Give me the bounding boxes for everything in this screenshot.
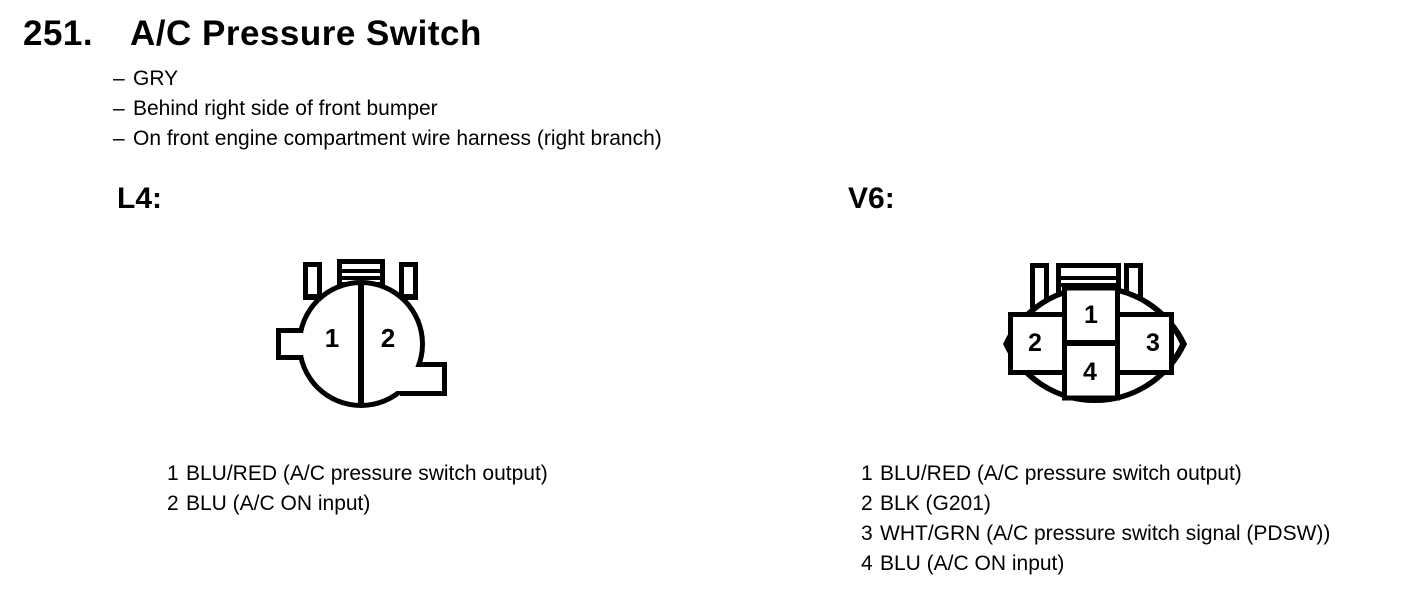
note-text: Behind right side of front bumper bbox=[133, 97, 438, 120]
legend-pin-desc: WHT/GRN (A/C pressure switch signal (PDS… bbox=[880, 522, 1331, 545]
note-location: – Behind right side of front bumper bbox=[113, 94, 662, 124]
legend-row: 2 BLU (A/C ON input) bbox=[167, 489, 548, 519]
page-title: 251. A/C Pressure Switch bbox=[23, 14, 482, 54]
legend-pin-number: 4 bbox=[861, 552, 873, 575]
legend-row: 2 BLK (G201) bbox=[861, 489, 1330, 519]
legend-pin-number: 2 bbox=[167, 492, 179, 515]
legend-pin-number: 3 bbox=[861, 522, 873, 545]
l4-side-tabs bbox=[303, 262, 418, 300]
page-title-text: A/C Pressure Switch bbox=[130, 14, 482, 53]
v6-section-label: V6: bbox=[848, 182, 895, 215]
bullet-dash: – bbox=[113, 127, 125, 150]
legend-pin-desc: BLU (A/C ON input) bbox=[186, 492, 371, 515]
legend-row: 4 BLU (A/C ON input) bbox=[861, 549, 1330, 579]
l4-section-label: L4: bbox=[117, 182, 162, 215]
note-text: On front engine compartment wire harness… bbox=[133, 127, 662, 150]
v6-pin-4-label: 4 bbox=[1083, 358, 1097, 386]
note-color: – GRY bbox=[113, 64, 662, 94]
v6-cavity-3 bbox=[1115, 312, 1174, 375]
section-number: 251. bbox=[23, 14, 94, 53]
notes-list: – GRY – Behind right side of front bumpe… bbox=[113, 64, 662, 154]
note-text: GRY bbox=[133, 67, 179, 90]
legend-pin-desc: BLU (A/C ON input) bbox=[880, 552, 1065, 575]
legend-pin-number: 2 bbox=[861, 492, 873, 515]
note-harness: – On front engine compartment wire harne… bbox=[113, 124, 662, 154]
l4-latch bbox=[337, 259, 385, 288]
l4-pin-2-label: 2 bbox=[381, 323, 395, 353]
legend-row: 1 BLU/RED (A/C pressure switch output) bbox=[167, 459, 548, 489]
l4-cavity-divider bbox=[358, 282, 364, 406]
bullet-dash: – bbox=[113, 97, 125, 120]
v6-connector-diagram: 1 2 3 4 bbox=[1003, 263, 1187, 404]
v6-pin-1-label: 1 bbox=[1084, 301, 1098, 329]
l4-connector-diagram: 1 2 bbox=[276, 259, 447, 408]
v6-pin-3-label: 3 bbox=[1146, 329, 1160, 357]
bullet-dash: – bbox=[113, 67, 125, 90]
legend-pin-number: 1 bbox=[861, 462, 873, 485]
l4-connector-outline bbox=[276, 280, 447, 408]
legend-pin-number: 1 bbox=[167, 462, 179, 485]
l4-pin-1-label: 1 bbox=[325, 323, 339, 353]
legend-row: 1 BLU/RED (A/C pressure switch output) bbox=[861, 459, 1330, 489]
legend-pin-desc: BLU/RED (A/C pressure switch output) bbox=[880, 462, 1242, 485]
legend-row: 3 WHT/GRN (A/C pressure switch signal (PD… bbox=[861, 519, 1330, 549]
legend-pin-desc: BLK (G201) bbox=[880, 492, 991, 515]
legend-pin-desc: BLU/RED (A/C pressure switch output) bbox=[186, 462, 548, 485]
v6-pin-2-label: 2 bbox=[1028, 329, 1042, 357]
v6-cavity-divider bbox=[1062, 340, 1120, 346]
